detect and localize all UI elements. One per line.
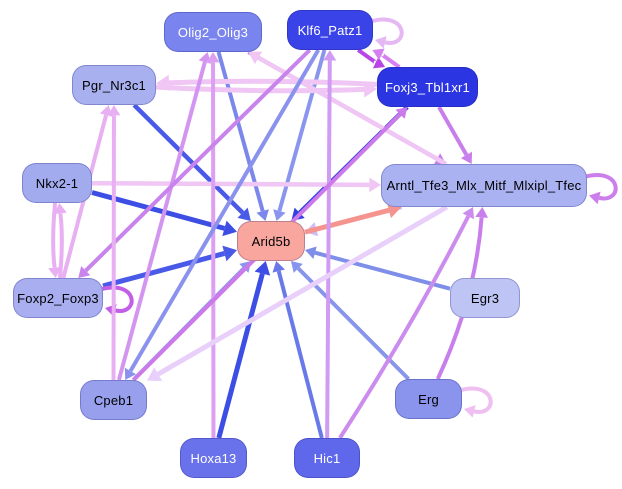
node-hoxa13[interactable]: Hoxa13 <box>180 438 247 478</box>
edge-foxp2-arid5b <box>102 251 226 289</box>
edge-arid5b-arntl <box>304 207 390 235</box>
edge-arrow-erg-arntl <box>475 207 489 218</box>
node-arntl[interactable]: Arntl_Tfe3_Mlx_Mitf_Mlxipl_Tfec <box>381 164 587 207</box>
node-cpeb1[interactable]: Cpeb1 <box>80 380 147 420</box>
edge-arrow-hoxa13-arid5b <box>254 261 271 276</box>
edge-klf6-foxj3 <box>357 48 378 65</box>
self-loop-arrow-klf6 <box>375 36 387 49</box>
edge-cpeb1-olig2 <box>116 61 207 381</box>
node-label-klf6: Klf6_Patz1 <box>297 22 363 38</box>
edge-arrow-cpeb1-foxj3 <box>395 107 408 119</box>
node-label-nkx2: Nkx2-1 <box>35 175 79 191</box>
edge-arrow-foxj3-pgr <box>156 74 170 91</box>
self-loop-erg <box>460 386 493 414</box>
node-arid5b[interactable]: Arid5b <box>237 221 305 261</box>
edge-arrow-nkx2-arid5b <box>222 220 237 237</box>
edge-nkx2-arid5b <box>91 190 226 231</box>
self-loop-foxp2 <box>101 285 134 313</box>
edge-foxj3-pgr <box>168 78 378 87</box>
edge-olig2-arid5b <box>216 51 265 212</box>
self-loop-klf6 <box>371 17 404 45</box>
node-label-foxp2: Foxp2_Foxp3 <box>17 290 99 306</box>
edge-arrow-arntl-cpeb1 <box>147 367 163 382</box>
node-klf6[interactable]: Klf6_Patz1 <box>287 10 373 50</box>
edge-arrow-hic1-arntl <box>462 207 475 220</box>
edge-foxj3-klf6 <box>379 52 401 69</box>
node-label-erg: Erg <box>418 391 439 407</box>
node-olig2[interactable]: Olig2_Olig3 <box>164 12 262 52</box>
node-pgr[interactable]: Pgr_Nr3c1 <box>72 65 156 105</box>
edge-arrow-hoxa13-olig2 <box>206 52 220 63</box>
edge-nkx2-arntl <box>91 180 370 188</box>
node-foxp2[interactable]: Foxp2_Foxp3 <box>13 278 103 318</box>
edge-erg-arid5b <box>296 266 410 381</box>
edge-klf6-arid5b <box>277 49 327 212</box>
edge-arrow-klf6-cpeb1 <box>124 367 137 380</box>
edge-arrow-klf6-foxj3 <box>372 56 386 69</box>
node-egr3[interactable]: Egr3 <box>450 278 520 318</box>
self-loop-arntl <box>585 173 618 201</box>
edge-arrow-nkx2-arntl <box>369 177 381 193</box>
edge-klf6-cpeb1 <box>128 48 321 373</box>
node-label-foxj3: Foxj3_Tbl1xr1 <box>385 79 470 95</box>
edge-pgr-foxj3 <box>155 84 365 94</box>
edge-hoxa13-arid5b <box>216 272 265 439</box>
edge-foxp2-nkx2 <box>57 213 64 279</box>
node-label-arntl: Arntl_Tfe3_Mlx_Mitf_Mlxipl_Tfec <box>386 178 582 193</box>
edge-arrow-foxp2-nkx2 <box>54 203 67 215</box>
edge-arntl-cpeb1 <box>156 204 449 377</box>
node-label-cpeb1: Cpeb1 <box>93 392 134 408</box>
edge-arrow-erg-arid5b <box>290 261 303 273</box>
edge-arrow-egr3-arid5b <box>305 246 317 259</box>
edge-hic1-klf6 <box>325 60 332 439</box>
node-label-hic1: Hic1 <box>313 450 341 466</box>
edge-arntl-olig2 <box>257 55 448 166</box>
edge-arrow-nkx2-foxp2 <box>48 266 61 278</box>
edge-arrow-arntl-olig2 <box>248 51 263 65</box>
edge-hic1-arntl <box>338 215 471 440</box>
edge-arrow-olig2-arid5b <box>256 209 269 221</box>
edge-nkx2-foxp2 <box>51 202 58 268</box>
edge-arrow-klf6-foxp2 <box>78 266 91 278</box>
edge-arrow-cpeb1-pgr <box>107 105 121 116</box>
node-label-olig2: Olig2_Olig3 <box>177 24 249 40</box>
edge-arrow-hic1-klf6 <box>323 50 337 61</box>
edge-hic1-arid5b <box>276 270 324 439</box>
node-erg[interactable]: Erg <box>395 379 462 419</box>
node-hic1[interactable]: Hic1 <box>294 438 360 478</box>
node-label-arid5b: Arid5b <box>251 233 291 249</box>
self-loop-arrow-erg <box>464 405 476 418</box>
edge-arrow-pgr-arid5b <box>237 207 251 221</box>
self-loop-arrow-arntl <box>589 191 601 205</box>
node-foxj3[interactable]: Foxj3_Tbl1xr1 <box>377 67 478 107</box>
edge-foxj3-arntl <box>437 106 469 156</box>
node-nkx2[interactable]: Nkx2-1 <box>22 163 92 203</box>
node-label-egr3: Egr3 <box>470 290 500 306</box>
edge-arrow-foxp2-arid5b <box>222 245 237 262</box>
edge-arrow-foxj3-klf6 <box>372 48 385 61</box>
node-label-hoxa13: Hoxa13 <box>190 450 237 466</box>
node-label-pgr: Pgr_Nr3c1 <box>82 77 146 93</box>
edge-arrow-klf6-arid5b <box>273 209 286 221</box>
edge-arrow-foxj3-arntl <box>460 151 473 164</box>
edge-arrow-hic1-arid5b <box>272 261 286 273</box>
